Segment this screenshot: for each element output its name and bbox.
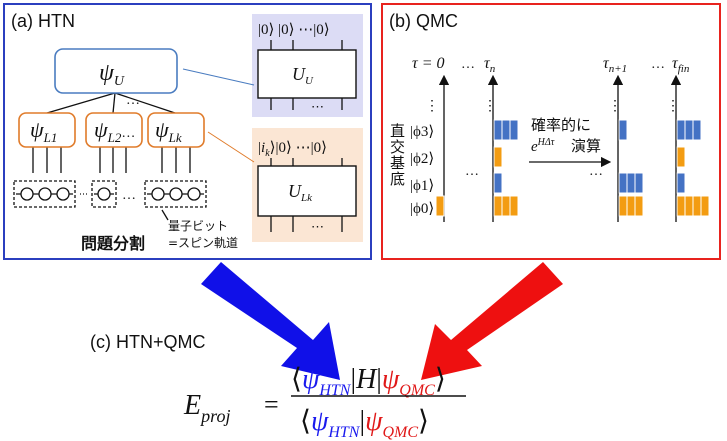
- u-panel-state: |0⟩ |0⟩ ⋯|0⟩: [258, 22, 330, 38]
- tau-dots-1: …: [461, 57, 475, 72]
- basis-title: 直交基底: [388, 123, 406, 187]
- tree-lines: [32, 92, 191, 173]
- walker-bar-taun1-row0-0: [618, 119, 628, 141]
- tau-dots-2: …: [651, 57, 665, 72]
- walker-bar-taun1-row2-2: [634, 172, 644, 194]
- walker-bar-taun1-row3-1: [626, 195, 636, 217]
- qmc-panel-border: [381, 3, 721, 260]
- htn-panel-border: [3, 3, 372, 260]
- walker-bar-taun-row0-2: [509, 119, 519, 141]
- uk-panel-state: |ik⟩|0⟩ ⋯|0⟩: [258, 140, 327, 159]
- uk-panel-dots: ⋯: [311, 219, 324, 234]
- qubit-ellipsis: …: [122, 188, 136, 203]
- numerator: ⟨ψHTN|H|ψQMC⟩: [291, 364, 446, 399]
- basis-state-1: |ϕ1⟩: [410, 178, 434, 194]
- leaf-node-box-k: [147, 112, 205, 148]
- u-gate-box: [257, 49, 357, 99]
- walker-bar-taufin-row0-0: [676, 119, 686, 141]
- tau-label-n: τn: [484, 55, 496, 75]
- mid-dots-1: …: [465, 164, 479, 179]
- walker-bar-taun1-row3-0: [618, 195, 628, 217]
- walker-stacks: [435, 119, 710, 217]
- walker-bar-taun1-row2-1: [626, 172, 636, 194]
- equals-sign: =: [264, 390, 279, 419]
- walker-bar-taufin-row0-2: [692, 119, 702, 141]
- uk-gate-box: [257, 165, 357, 217]
- htn-panel-title: (a) HTN: [11, 11, 75, 31]
- axis-dots: ⋮: [425, 99, 439, 114]
- basis-state-0: |ϕ0⟩: [410, 201, 434, 217]
- problem-split-caption: 問題分割: [81, 234, 145, 253]
- mid-dots-2: …: [589, 164, 603, 179]
- tau-label-fin: τfin: [672, 55, 690, 75]
- walker-bar-taun1-row3-2: [634, 195, 644, 217]
- walker-bar-taufin-row0-1: [684, 119, 694, 141]
- walker-bar-taun-row0-0: [493, 119, 503, 141]
- qubit-groups: [13, 180, 207, 221]
- walker-bar-taun-row0-1: [501, 119, 511, 141]
- top-node-box: [54, 48, 178, 94]
- walker-bar-taun-row1-0: [493, 146, 503, 168]
- walker-bar-taun-row3-1: [501, 195, 511, 217]
- uk-link-line: [207, 131, 255, 163]
- qubit-note-line-1: 量子ビット: [168, 219, 228, 233]
- axis-dots-n1: ⋮: [608, 99, 622, 114]
- leaf-node-box-1: [18, 112, 76, 148]
- axis-dots-n: ⋮: [483, 99, 497, 114]
- qubit-note-line-2: =スピン軌道: [168, 235, 238, 250]
- walker-bar-taun-row3-2: [509, 195, 519, 217]
- op-label-line-1: 確率的に: [531, 116, 591, 134]
- walker-bar-taun1-row2-0: [618, 172, 628, 194]
- u-panel-wires: [270, 40, 343, 110]
- tau-label-0: τ = 0: [412, 55, 445, 72]
- htn-qmc-title: (c) HTN+QMC: [90, 332, 206, 352]
- red-arrow: [421, 262, 563, 380]
- walker-bar-taun-row3-0: [493, 195, 503, 217]
- op-label-exp: eHΔτ: [531, 137, 555, 155]
- op-label-line-2: 演算: [571, 137, 601, 155]
- u-link-line: [182, 68, 255, 86]
- qmc-panel-title: (b) QMC: [389, 11, 458, 31]
- blue-arrow: [201, 262, 340, 380]
- u-panel-dots: ⋯: [311, 99, 324, 114]
- walker-bar-taufin-row2-0: [676, 172, 686, 194]
- leaf-node-box-2: [85, 112, 143, 148]
- axis-dots-fin: ⋮: [666, 99, 680, 114]
- walker-bar-taufin-row1-0: [676, 146, 686, 168]
- walker-bar-taufin-row3-2: [692, 195, 702, 217]
- eproj-label: Eproj: [183, 390, 230, 426]
- walker-bar-taufin-row3-1: [684, 195, 694, 217]
- walker-bar-tau0-row3-0: [435, 195, 445, 217]
- denominator: ⟨ψHTN|ψQMC⟩: [300, 406, 429, 441]
- uk-panel-wires: [270, 158, 343, 232]
- basis-state-3: |ϕ3⟩: [410, 124, 434, 140]
- leaf-ellipsis: …: [126, 93, 140, 108]
- basis-state-2: |ϕ2⟩: [410, 151, 434, 167]
- walker-bar-taufin-row3-3: [700, 195, 710, 217]
- walker-bar-taun-row2-0: [493, 172, 503, 194]
- leaf-node-label-k: ψLk: [155, 117, 182, 145]
- walker-bar-taufin-row3-0: [676, 195, 686, 217]
- tau-label-n1: τn+1: [603, 55, 627, 75]
